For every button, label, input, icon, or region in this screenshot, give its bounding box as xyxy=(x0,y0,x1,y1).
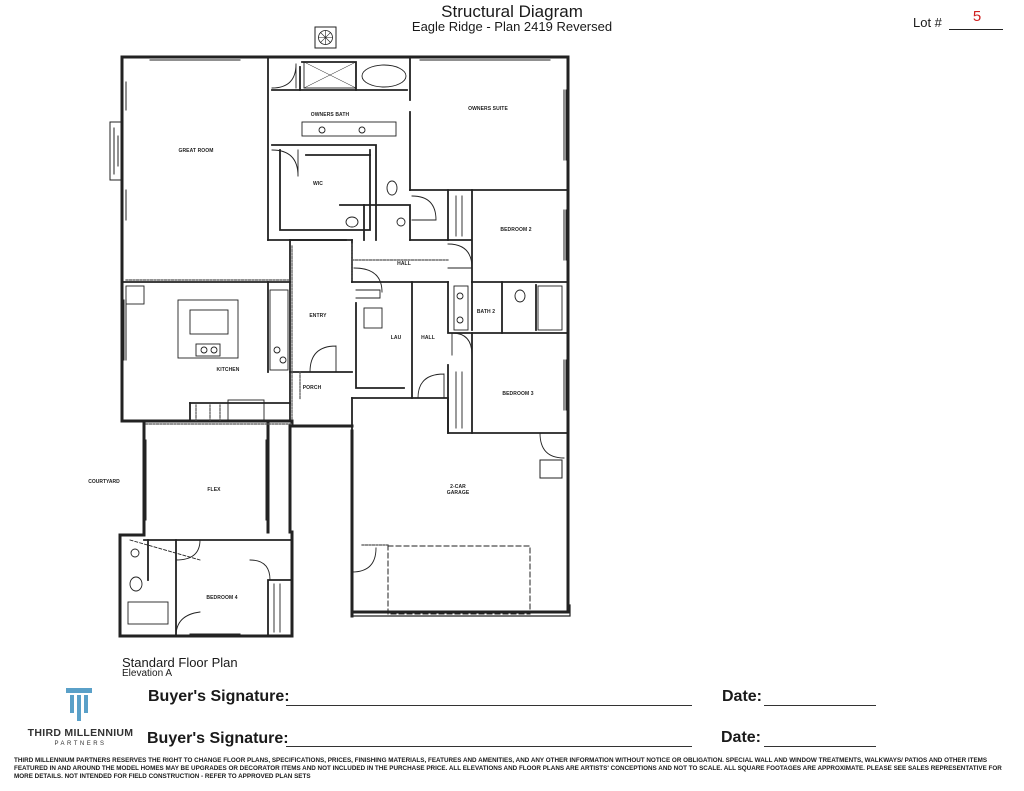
room-label-garage-line2: GARAGE xyxy=(447,490,470,496)
lot-label: Lot # xyxy=(913,15,942,30)
room-label-laundry: LAU xyxy=(391,335,402,341)
garage-door xyxy=(387,545,531,615)
room-label-hall: HALL xyxy=(397,261,411,267)
third-millennium-logo-icon xyxy=(66,688,92,721)
date-line-1[interactable] xyxy=(764,705,876,706)
dashed-openings xyxy=(125,243,449,546)
room-label-courtyard: COURTYARD xyxy=(88,479,120,485)
room-label-owners-bath: OWNERS BATH xyxy=(311,112,350,118)
windows xyxy=(119,57,567,635)
room-label-bedroom-4: BEDROOM 4 xyxy=(206,595,237,601)
interior-walls xyxy=(121,56,569,637)
buyer-signature-line-2[interactable] xyxy=(286,746,692,747)
room-label-owners-suite: OWNERS SUITE xyxy=(468,106,508,112)
lot-underline xyxy=(949,29,1003,30)
room-label-hall-lower: HALL xyxy=(421,335,435,341)
fixtures xyxy=(125,61,563,633)
room-label-garage-line1: 2-CAR xyxy=(450,484,466,490)
date-label-2: Date: xyxy=(721,729,762,746)
date-label-1: Date: xyxy=(722,688,763,705)
page-title: Structural Diagram xyxy=(441,2,583,21)
exterior-walls xyxy=(118,55,570,638)
room-label-kitchen: KITCHEN xyxy=(217,367,240,373)
room-label-bedroom-2: BEDROOM 2 xyxy=(500,227,531,233)
legal-disclaimer: THIRD MILLENNIUM PARTNERS RESERVES THE R… xyxy=(14,757,1002,780)
plan-elevation: Elevation A xyxy=(122,668,173,679)
lot-number: 5 xyxy=(972,8,982,25)
date-line-2[interactable] xyxy=(764,746,876,747)
room-label-wic: WIC xyxy=(313,181,323,187)
fireplace xyxy=(109,121,123,181)
plan-name: Standard Floor Plan xyxy=(122,655,238,670)
brand-subtitle: PARTNERS xyxy=(54,741,107,747)
north-compass-icon xyxy=(314,26,337,49)
door-swings xyxy=(129,63,565,637)
buyer-signature-label-2: Buyer's Signature: xyxy=(147,730,289,747)
brand-name: THIRD MILLENNIUM xyxy=(27,727,134,739)
page-subtitle: Eagle Ridge - Plan 2419 Reversed xyxy=(411,19,613,34)
room-label-bedroom-3: BEDROOM 3 xyxy=(502,391,533,397)
room-label-entry: ENTRY xyxy=(309,313,327,319)
room-label-flex: FLEX xyxy=(207,487,221,493)
buyer-signature-line-1[interactable] xyxy=(286,705,692,706)
room-label-bath-2: BATH 2 xyxy=(477,309,495,315)
floor-plan: GREAT ROOM OWNERS BATH OWNERS SUITE WIC … xyxy=(88,26,571,638)
room-label-great-room: GREAT ROOM xyxy=(178,148,213,154)
room-label-porch: PORCH xyxy=(303,385,322,391)
buyer-signature-label-1: Buyer's Signature: xyxy=(148,688,290,705)
